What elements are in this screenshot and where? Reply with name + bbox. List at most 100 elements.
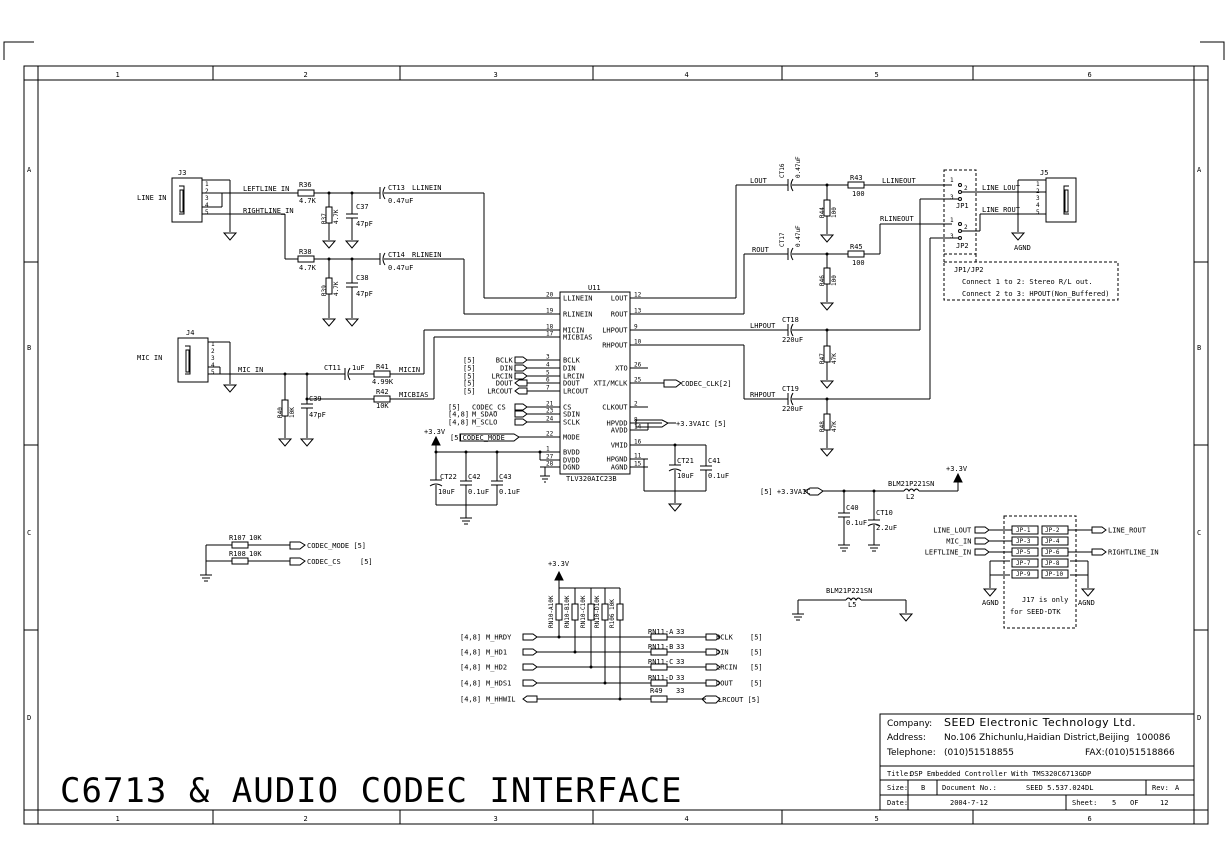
svg-text:CT22: CT22 [440, 473, 457, 481]
net-name: LRCOUT [487, 388, 513, 396]
svg-text:LINE_LOUT: LINE_LOUT [982, 184, 1021, 192]
svg-text:R44: R44 [819, 207, 826, 218]
u11-pin-name: DIN [563, 365, 576, 373]
u11-pin-name: AGND [611, 464, 628, 472]
row-label: C [1197, 529, 1201, 537]
u11-pin-num: 21 [546, 401, 554, 408]
svg-text:1: 1 [950, 217, 954, 224]
net-name: M_SDAO [472, 411, 497, 419]
net-name: CODEC_CS [472, 404, 506, 412]
svg-text:MICBIAS: MICBIAS [399, 391, 429, 399]
pullup-label: RN10-D10K [594, 595, 601, 628]
svg-text:FAX:(010)51518866: FAX:(010)51518866 [1085, 748, 1175, 758]
u11-pin-name: SDIN [563, 411, 580, 419]
j17-pin: JP-6 [1045, 549, 1060, 556]
svg-text:J5: J5 [1040, 169, 1048, 177]
ctrl-nets: [5]CODEC_CS[4,8]M_SDAO[4,8]M_SCLO [448, 403, 540, 427]
svg-text:+3.3V: +3.3V [548, 560, 570, 568]
net-ref: [5] [463, 388, 476, 396]
row-label: A [1197, 166, 1202, 174]
net-ref: [5] [463, 373, 476, 381]
line-in-label: LINE IN [137, 194, 167, 202]
u11-pin-name: DGND [563, 464, 580, 472]
net-name: DIN [716, 649, 729, 657]
svg-text:2: 2 [964, 185, 968, 192]
svg-text:47pF: 47pF [356, 290, 373, 298]
svg-text:R36: R36 [299, 181, 312, 189]
net-name: DOUT [496, 380, 514, 388]
svg-text:100: 100 [852, 190, 865, 198]
rn-value: 33 [676, 674, 684, 682]
net-name: M_HD2 [486, 664, 507, 672]
svg-text:LLINEOUT: LLINEOUT [882, 177, 917, 185]
j17-pin: JP-8 [1045, 560, 1060, 567]
pullup-label: R106 10K [609, 599, 616, 628]
j17-pin: JP-9 [1016, 571, 1031, 578]
j17-net: LINE_LOUT [933, 527, 972, 535]
pullup-label: RN10-A10K [548, 595, 555, 628]
svg-text:[5] +3.3VAIC: [5] +3.3VAIC [760, 488, 811, 496]
svg-text:CT17: CT17 [779, 232, 786, 247]
svg-text:100: 100 [831, 275, 838, 286]
j17-pin: JP-7 [1016, 560, 1031, 567]
svg-text:4.7K: 4.7K [333, 209, 340, 224]
u11-pin-name: LRCOUT [563, 388, 589, 396]
u11-pin-name: LHPOUT [602, 327, 628, 335]
svg-text:10uF: 10uF [677, 472, 694, 480]
svg-text:A: A [1175, 784, 1180, 792]
svg-text:RLINEOUT: RLINEOUT [880, 215, 915, 223]
svg-text:3: 3 [950, 233, 954, 240]
svg-text:33: 33 [676, 687, 684, 695]
svg-text:ROUT: ROUT [752, 246, 770, 254]
svg-text:BLM21P221SN: BLM21P221SN [826, 587, 872, 595]
svg-text:Size:: Size: [887, 784, 908, 792]
svg-text:JP1: JP1 [956, 202, 969, 210]
svg-text:4.7K: 4.7K [333, 281, 340, 296]
u11-pin-num: 7 [546, 385, 550, 392]
u11-pin-num: 3 [546, 354, 550, 361]
svg-text:4.7K: 4.7K [299, 264, 317, 272]
u11-pin-name: DVDD [563, 457, 580, 465]
net-ref: [5] [750, 649, 763, 657]
net-name: BCLK [496, 357, 514, 365]
net-name: M_HHWIL [486, 696, 516, 704]
j17-pin: JP-1 [1016, 527, 1031, 534]
svg-text:10K: 10K [249, 550, 262, 558]
svg-text:Rev:: Rev: [1152, 784, 1169, 792]
svg-text:4: 4 [211, 362, 215, 369]
svg-text:R37: R37 [321, 213, 328, 224]
svg-text:BLM21P221SN: BLM21P221SN [888, 480, 934, 488]
row-label: C [27, 529, 31, 537]
svg-text:Title:: Title: [887, 770, 912, 778]
svg-text:OF: OF [1130, 799, 1138, 807]
net-ref: [5] [750, 680, 763, 688]
j17-pin: JP-5 [1016, 549, 1031, 556]
svg-text:CT16: CT16 [779, 163, 786, 178]
j17-net: MIC_IN [946, 538, 971, 546]
u11-pin-name: MODE [563, 434, 580, 442]
j17-pin: JP-2 [1045, 527, 1060, 534]
j17-net: RIGHTLINE_IN [1108, 549, 1159, 557]
svg-text:2004-7-12: 2004-7-12 [950, 799, 988, 807]
svg-text:JP2: JP2 [956, 242, 969, 250]
svg-text:SEED Electronic Technology Ltd: SEED Electronic Technology Ltd. [944, 716, 1136, 729]
svg-text:LRCOUT [5]: LRCOUT [5] [718, 696, 760, 704]
u11-pin-num: 19 [546, 308, 554, 315]
svg-text:AGND: AGND [1078, 599, 1095, 607]
u11-pin-num: 17 [546, 331, 554, 338]
u11-pin-name: MICIN [563, 327, 584, 335]
u11-label: U11 [588, 284, 601, 292]
net-name: BCLK [716, 634, 734, 642]
pullup-label: RN10-C10K [580, 595, 587, 628]
svg-text:R42: R42 [376, 388, 389, 396]
u11-pin-num: 11 [634, 453, 642, 460]
j17-net: LINE_ROUT [1108, 527, 1147, 535]
svg-text:CT19: CT19 [782, 385, 799, 393]
svg-text:No.106 Zhichunlu,Haidian Distr: No.106 Zhichunlu,Haidian District,Beijin… [944, 733, 1129, 743]
svg-text:0.47uF: 0.47uF [795, 156, 802, 178]
svg-text:2: 2 [211, 348, 215, 355]
net-name: M_HRDY [486, 634, 512, 642]
u11-pin-num: 18 [546, 324, 554, 331]
svg-text:CT18: CT18 [782, 316, 799, 324]
u11-pin-name: LLINEIN [563, 295, 593, 303]
